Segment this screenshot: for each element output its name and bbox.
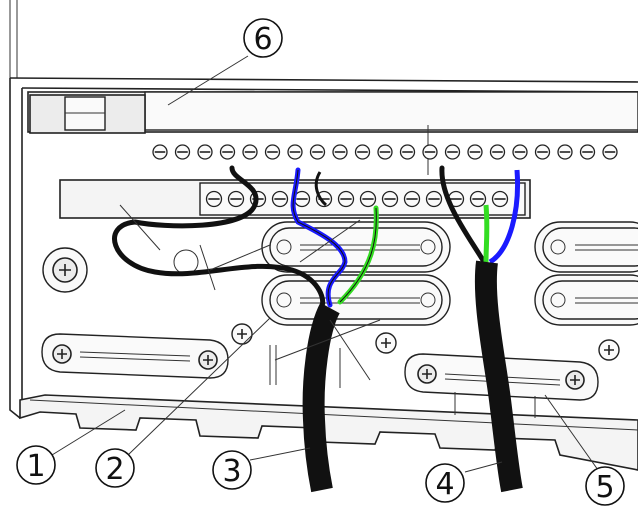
cable-3 — [302, 302, 340, 493]
terminal-block — [27, 91, 638, 219]
strain-relief-clamp-left — [41, 323, 253, 379]
screw-terminal-icon — [219, 144, 236, 160]
screw-terminal-icon — [512, 144, 528, 160]
wire-black-loop — [112, 165, 326, 309]
cable-glands — [261, 221, 638, 326]
clamp-legs — [269, 345, 536, 418]
cable-4 — [474, 260, 523, 493]
wire-black-short — [314, 171, 328, 207]
svg-text:2: 2 — [105, 452, 124, 487]
callout-1: 1 — [16, 409, 126, 485]
callout-5: 5 — [544, 394, 625, 506]
mounting-screw-icon — [42, 247, 88, 293]
wire-green-right — [483, 204, 490, 263]
callout-6: 6 — [167, 18, 283, 106]
screw-terminal-icon — [377, 144, 393, 160]
screw-terminal-icon — [337, 190, 355, 208]
screw-terminal-icon — [197, 144, 213, 160]
callout-4: 4 — [425, 461, 503, 503]
screw-terminal-icon — [422, 144, 438, 160]
screw-terminal-icon — [489, 144, 506, 160]
svg-text:3: 3 — [222, 454, 241, 489]
screw-terminal-icon — [469, 190, 487, 208]
screw-terminal-icon — [447, 190, 465, 208]
screw-terminal-icon — [399, 144, 416, 160]
screw-terminal-icon — [534, 144, 551, 160]
screw-terminal-icon — [264, 144, 281, 160]
screw-terminal-icon — [444, 144, 461, 160]
screw-terminal-icon — [557, 144, 573, 160]
screw-terminal-icon — [359, 190, 377, 208]
screw-terminal-icon — [309, 144, 326, 160]
screw-terminal-icon — [491, 190, 509, 208]
wires — [112, 165, 523, 493]
screw-terminal-icon — [467, 144, 483, 160]
detail-lines — [119, 204, 381, 381]
screw-terminal-icon — [287, 144, 303, 160]
screw-terminal-icon — [425, 190, 443, 208]
screw-terminal-icon — [174, 144, 191, 160]
screw-terminal-icon — [152, 144, 168, 160]
wire-blue-right — [488, 169, 520, 265]
screw-terminal-icon — [271, 190, 289, 208]
svg-text:5: 5 — [595, 470, 614, 505]
screw-terminal-icon — [381, 190, 399, 208]
svg-text:1: 1 — [26, 449, 45, 484]
screw-terminal-icon — [227, 190, 245, 208]
screw-terminal-icon — [579, 144, 596, 160]
callout-2: 2 — [95, 317, 271, 488]
callout-3: 3 — [212, 447, 311, 490]
screw-terminal-icon — [403, 190, 421, 208]
screw-terminal-icon — [205, 190, 223, 208]
screw-terminal-icon — [332, 144, 348, 160]
upper-screw-row — [152, 144, 618, 160]
screw-terminal-icon — [602, 144, 618, 160]
svg-text:4: 4 — [435, 467, 454, 502]
housing — [9, 0, 638, 471]
screw-terminal-icon — [242, 144, 258, 160]
wire-black-right — [439, 165, 487, 265]
svg-text:6: 6 — [253, 22, 272, 57]
lower-screw-row — [205, 190, 509, 208]
screw-terminal-icon — [354, 144, 371, 160]
